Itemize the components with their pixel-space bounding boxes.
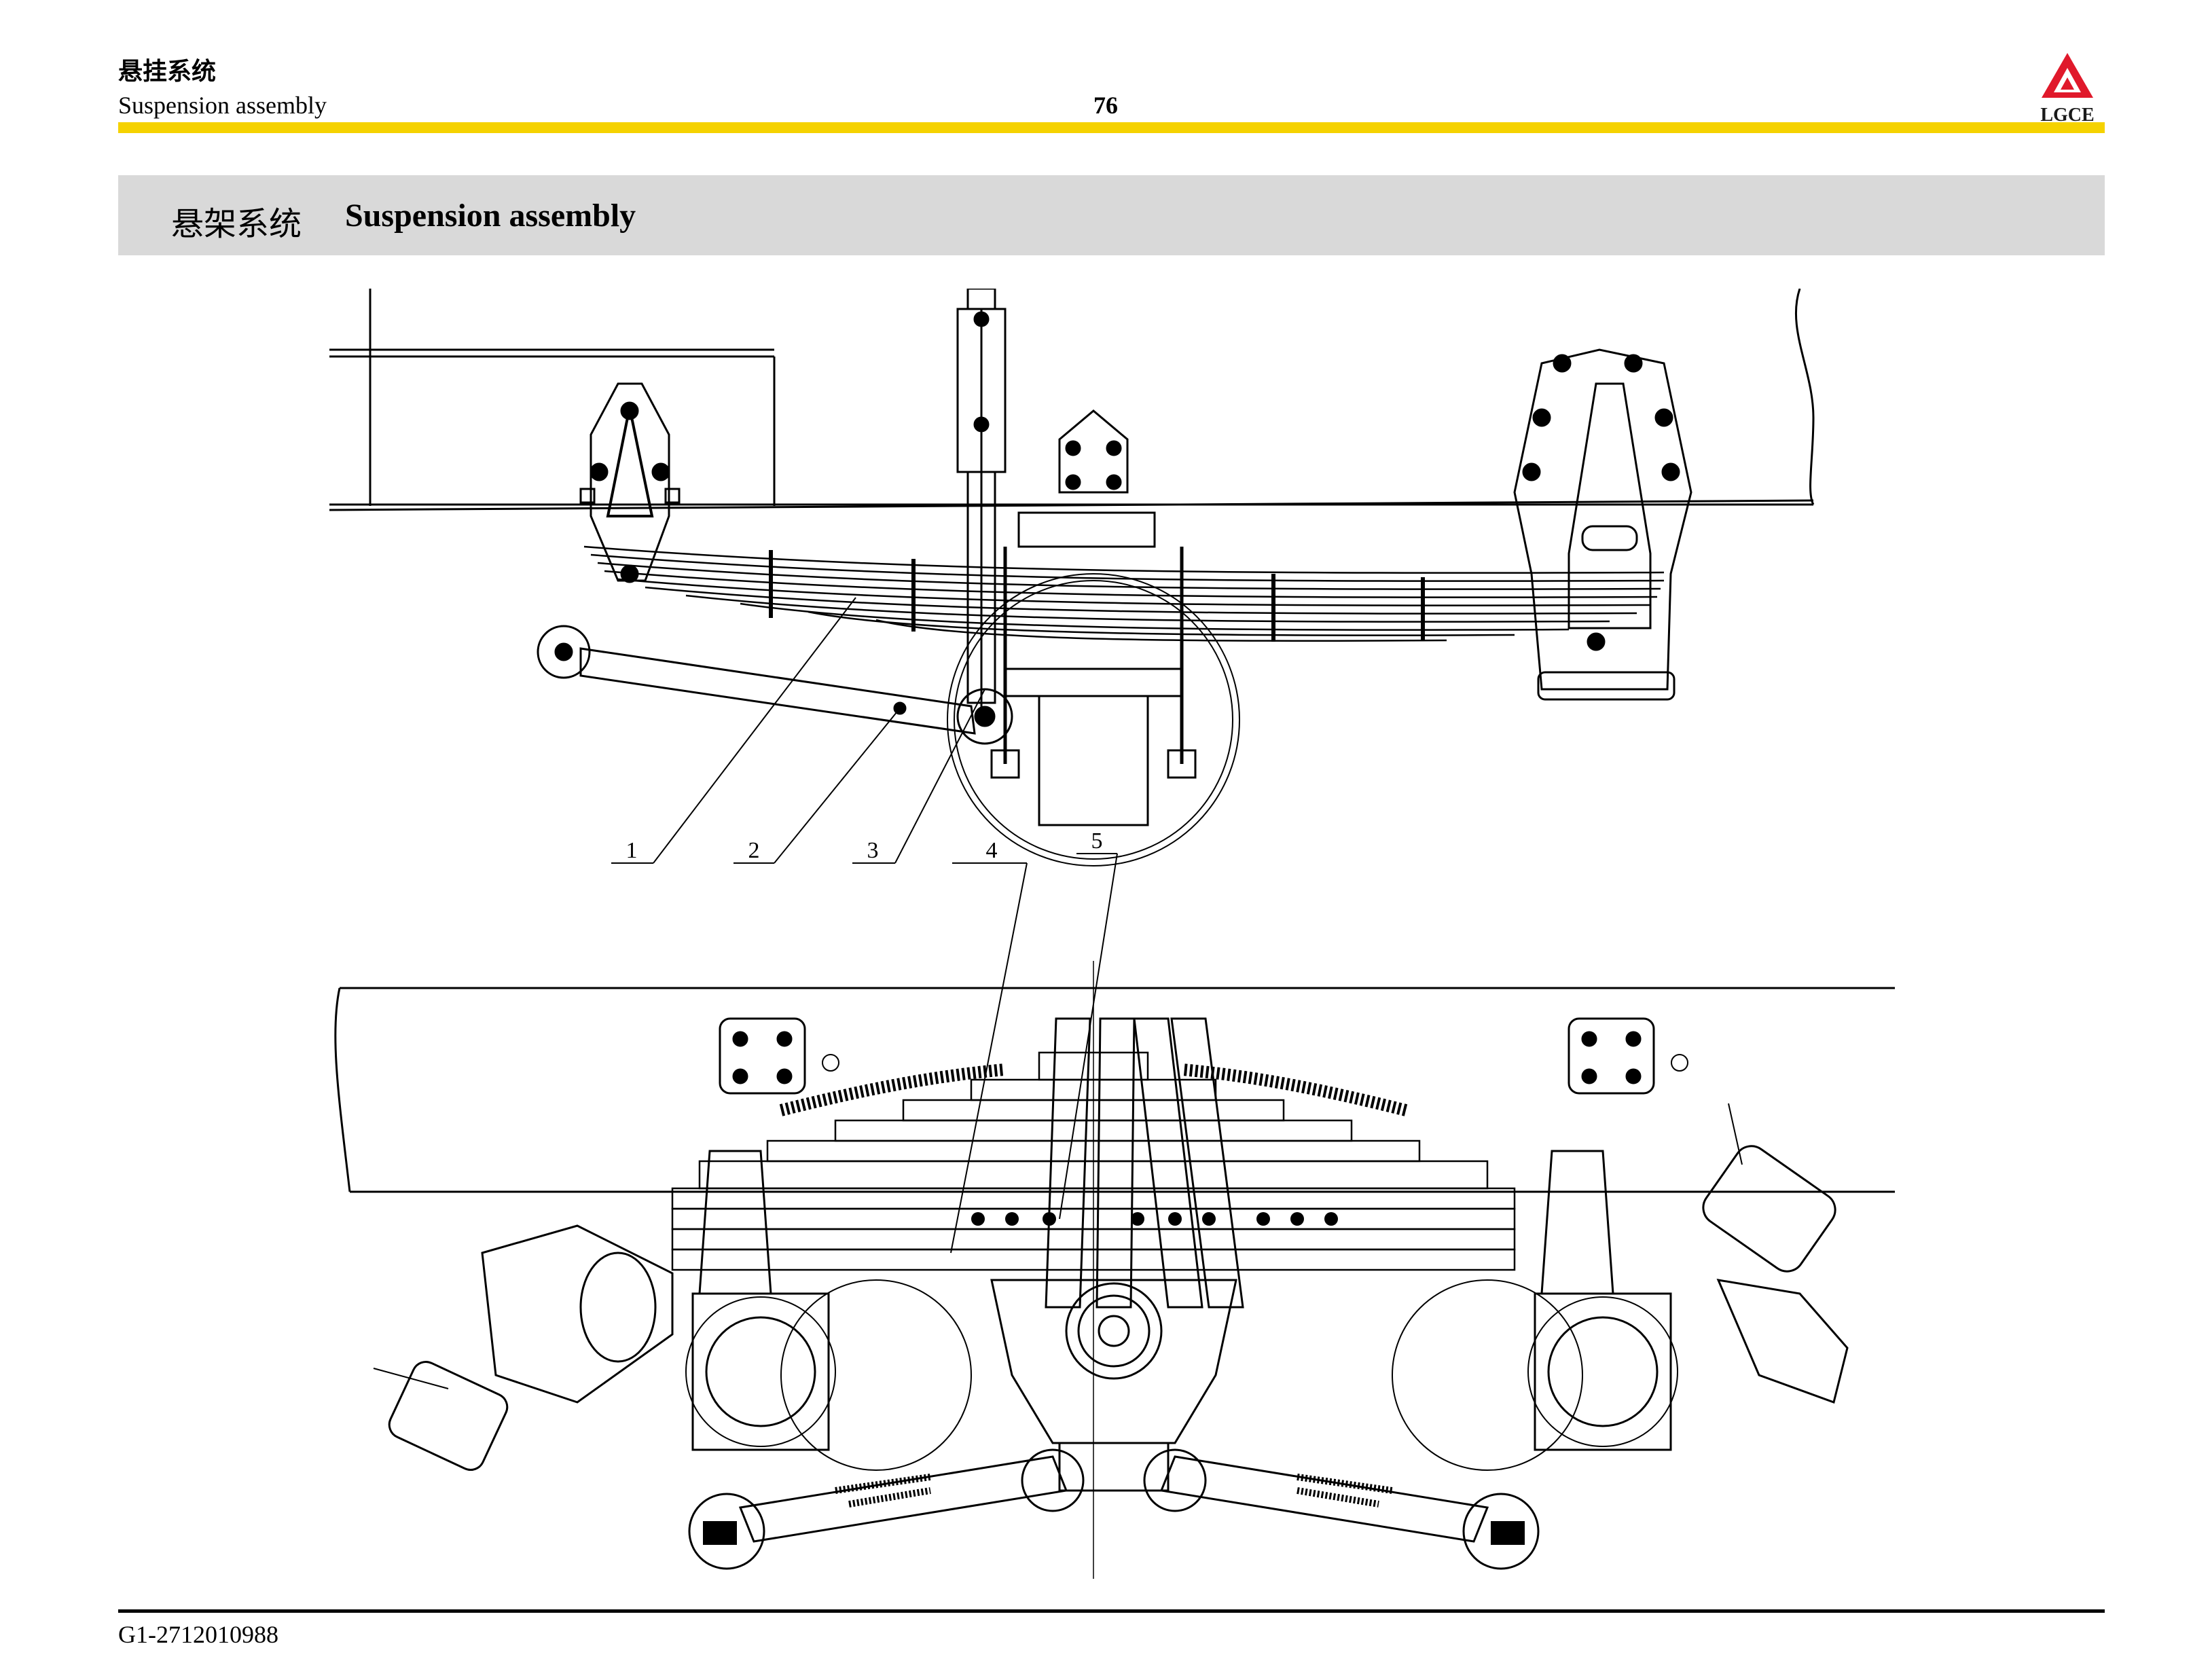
front-hanger <box>590 382 670 582</box>
footer-doc-code: G1-2712010988 <box>118 1621 278 1648</box>
callout-3: 3 <box>867 838 879 863</box>
header-title-cn: 悬挂系统 <box>118 58 217 86</box>
header-rule <box>118 122 2105 133</box>
v-torque-rod-right <box>1133 1017 1203 1309</box>
callout-1: 1 <box>626 838 638 863</box>
suspension-drawing: 1 2 3 4 5 <box>329 289 1895 1579</box>
leaf-spring-plan <box>671 1051 1516 1271</box>
plan-view <box>334 961 1895 1579</box>
section-title-cn: 悬架系统 <box>171 205 302 243</box>
section-band <box>118 175 2105 255</box>
lower-torque-arm-left <box>738 1455 1068 1543</box>
brake-chamber-left <box>373 1224 674 1471</box>
callout-2: 2 <box>748 838 760 863</box>
section-title-en: Suspension assembly <box>345 198 636 234</box>
differential <box>1065 1282 1163 1380</box>
lower-torque-rod <box>579 647 976 735</box>
front-spring-eye <box>537 625 591 679</box>
logo-text: LGCE <box>2040 105 2094 125</box>
callout-5: 5 <box>1091 828 1103 854</box>
side-view: 1 2 3 4 5 <box>329 289 1815 1254</box>
leaf-spring-side <box>583 545 1665 642</box>
lgce-logo-icon: LGCE <box>2040 53 2095 125</box>
axle-housing-side <box>947 573 1240 866</box>
callout-4: 4 <box>986 838 998 863</box>
lower-torque-arm-right <box>1159 1455 1489 1543</box>
page-number: 76 <box>1093 92 1118 119</box>
brake-chamber-right <box>1702 1103 1849 1404</box>
v-torque-rod-left <box>1045 1017 1091 1309</box>
footer-rule <box>118 1609 2105 1613</box>
header-title-en: Suspension assembly <box>118 92 327 119</box>
